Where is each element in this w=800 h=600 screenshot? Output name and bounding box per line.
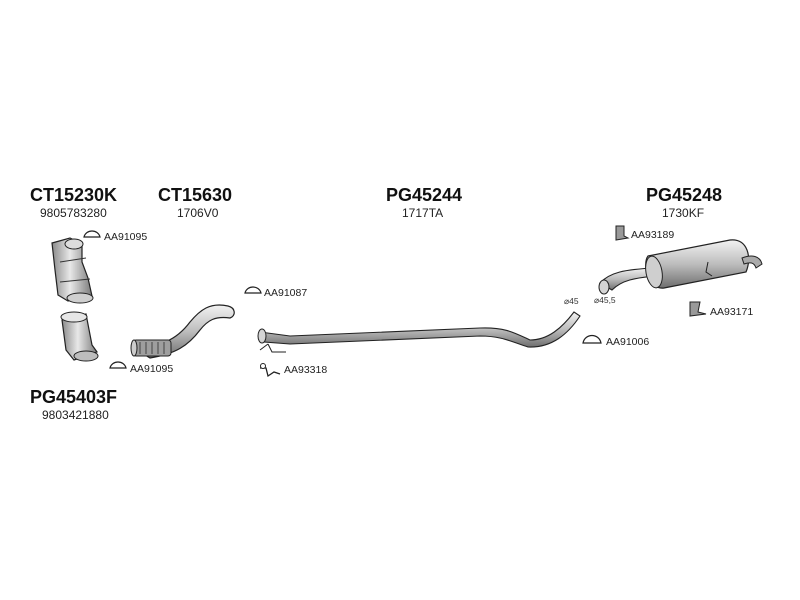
fitting-label-mount[interactable]: AA93189: [631, 229, 675, 241]
fitting-label-mount[interactable]: AA93171: [710, 306, 754, 318]
fitting-label-clamp[interactable]: AA91006: [606, 336, 650, 348]
fitting-label-mount[interactable]: AA93318: [284, 364, 328, 376]
part-ref-middle-pipe: 1717TA: [402, 206, 444, 220]
fitting-label-clamp[interactable]: AA91087: [264, 287, 308, 299]
part-ref-particle-filter: 9803421880: [42, 408, 109, 422]
part-ref-front-pipe: 1706V0: [177, 206, 219, 220]
part-ref-catalyst: 9805783280: [40, 206, 107, 220]
part-code-middle-pipe[interactable]: PG45244: [386, 185, 463, 205]
fitting-label-clamp[interactable]: AA91095: [130, 363, 174, 375]
particle-filter-part[interactable]: [60, 311, 99, 362]
part-code-front-pipe[interactable]: CT15630: [158, 185, 233, 205]
inlet-diameter-label: ⌀45,5: [594, 295, 616, 305]
clamp-icon: [83, 230, 101, 238]
rubber-mount-icon: [260, 363, 281, 378]
clamp-icon: [582, 334, 602, 344]
clamp-icon: [244, 286, 262, 294]
bracket-mount-icon: [689, 301, 707, 317]
bracket-mount-icon: [615, 225, 630, 241]
pipe-diameter-label: ⌀45: [564, 296, 579, 306]
part-code-catalyst[interactable]: CT15230K: [30, 185, 118, 205]
part-code-particle-filter[interactable]: PG45403F: [30, 387, 118, 407]
part-ref-rear-silencer: 1730KF: [662, 206, 705, 220]
front-pipe-part[interactable]: [130, 304, 235, 359]
clamp-icon: [109, 361, 127, 369]
rear-silencer-part[interactable]: [598, 239, 763, 295]
catalytic-converter-part[interactable]: [51, 237, 94, 304]
fitting-label-clamp[interactable]: AA91095: [104, 231, 148, 243]
middle-pipe-part[interactable]: [257, 311, 581, 353]
part-code-rear-silencer[interactable]: PG45248: [646, 185, 723, 205]
